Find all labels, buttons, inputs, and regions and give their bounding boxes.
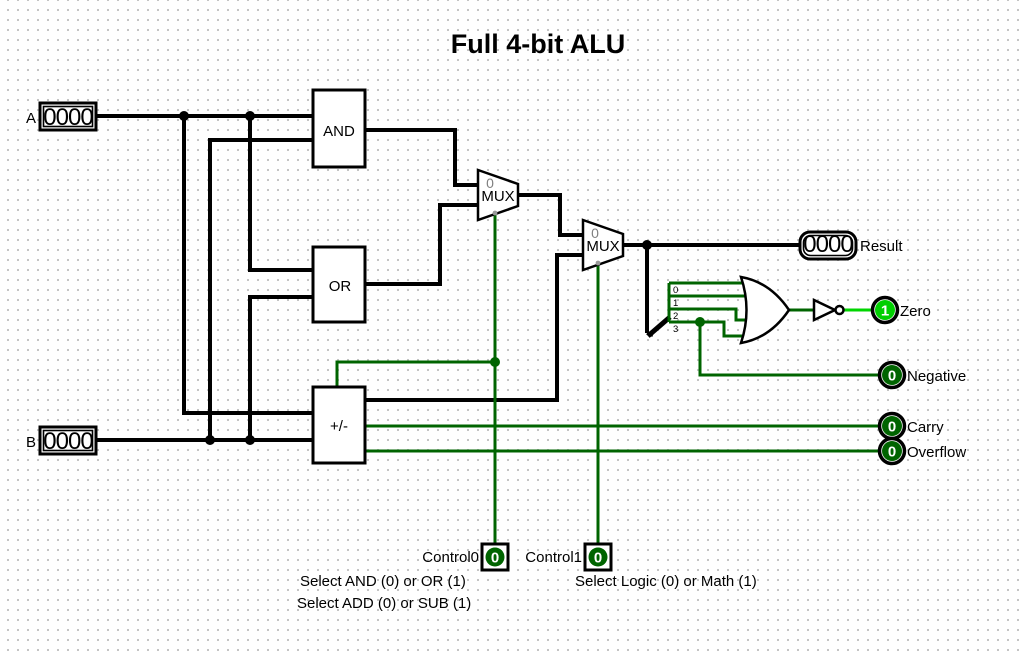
junction-dot xyxy=(205,435,215,445)
result-value: 0000 xyxy=(803,231,853,258)
overflow-label: Overflow xyxy=(907,444,966,461)
input-pin-b-inner[interactable] xyxy=(42,429,94,452)
mux0-label: MUX xyxy=(481,188,514,205)
overflow-value: 0 xyxy=(888,444,896,461)
control1-value[interactable]: 0 xyxy=(594,550,602,567)
wire-b-to-or xyxy=(248,295,313,440)
output-pin-result xyxy=(798,230,858,261)
note-select-logic-math: Select Logic (0) or Math (1) xyxy=(575,573,757,590)
mux1-index-label: 0 xyxy=(591,225,599,241)
or4-gate xyxy=(739,275,791,345)
zero-value: 1 xyxy=(881,303,889,320)
mux1-select-port xyxy=(595,260,601,266)
and-gate-label: AND xyxy=(323,123,355,140)
control0-label: Control0 xyxy=(422,549,479,566)
wire-control0-to-addsub xyxy=(335,360,495,388)
addsub-box xyxy=(311,385,367,465)
addsub-label: +/- xyxy=(330,418,348,435)
wire-bit3 xyxy=(669,320,746,338)
wire-b-to-and xyxy=(208,138,313,440)
splitter-bit1-label: 1 xyxy=(673,298,678,309)
junction-dot-green xyxy=(695,317,705,327)
splitter-bit2-label: 2 xyxy=(673,311,678,322)
input-a-label: A xyxy=(26,110,36,127)
mux1-label: MUX xyxy=(586,238,619,255)
wire-a-to-or xyxy=(248,116,313,272)
or-gate-label: OR xyxy=(329,278,352,295)
and-gate-box xyxy=(311,88,367,169)
circuit-title: Full 4-bit ALU xyxy=(451,29,625,59)
junction-dot xyxy=(642,240,652,250)
input-b-value[interactable]: 0000 xyxy=(43,428,94,455)
mux0-index-label: 0 xyxy=(486,175,494,191)
negative-label: Negative xyxy=(907,368,966,385)
splitter-bit3-label: 3 xyxy=(673,324,678,335)
wire-mux0-to-mux1 xyxy=(518,193,583,237)
or-gate-box xyxy=(311,245,367,324)
input-a-value[interactable]: 0000 xyxy=(43,104,94,131)
input-pin-b[interactable] xyxy=(38,425,98,456)
wire-negative xyxy=(698,322,878,377)
splitter-bit0-label: 0 xyxy=(673,285,678,296)
junction-dot xyxy=(179,111,189,121)
mux1-shape xyxy=(581,218,625,272)
input-pin-a-inner[interactable] xyxy=(42,105,94,128)
output-pin-result-inner xyxy=(802,234,854,257)
input-b-label: B xyxy=(26,434,36,451)
result-label: Result xyxy=(860,238,903,255)
splitter-spine xyxy=(646,315,672,338)
carry-label: Carry xyxy=(907,419,944,436)
junction-dot xyxy=(245,435,255,445)
not-gate xyxy=(812,298,838,322)
not-gate-bubble xyxy=(834,304,845,316)
negative-value-ball xyxy=(882,365,902,385)
control1-value-ball[interactable] xyxy=(588,547,608,567)
control0-value[interactable]: 0 xyxy=(491,550,499,567)
note-select-and-or: Select AND (0) or OR (1) xyxy=(300,573,466,590)
control1-label: Control1 xyxy=(525,549,582,566)
input-pin-a[interactable] xyxy=(38,101,98,132)
zero-value-ball xyxy=(875,300,895,320)
mux0-shape xyxy=(476,168,520,222)
control0-value-ball[interactable] xyxy=(485,547,505,567)
mux0-select-port xyxy=(492,210,498,216)
junction-dot-green xyxy=(490,357,500,367)
carry-value: 0 xyxy=(888,419,896,436)
wire-addsub-to-mux1 xyxy=(365,253,583,402)
wire-or-to-mux0 xyxy=(365,203,478,286)
carry-value-ball xyxy=(882,416,902,436)
negative-value: 0 xyxy=(888,368,896,385)
overflow-value-ball xyxy=(882,441,902,461)
note-select-add-sub: Select ADD (0) or SUB (1) xyxy=(297,595,471,612)
wire-bit2 xyxy=(669,307,751,322)
wire-and-to-mux0 xyxy=(365,128,478,187)
junction-dot xyxy=(245,111,255,121)
wire-a-to-addsub xyxy=(182,116,313,415)
zero-label: Zero xyxy=(900,303,931,320)
